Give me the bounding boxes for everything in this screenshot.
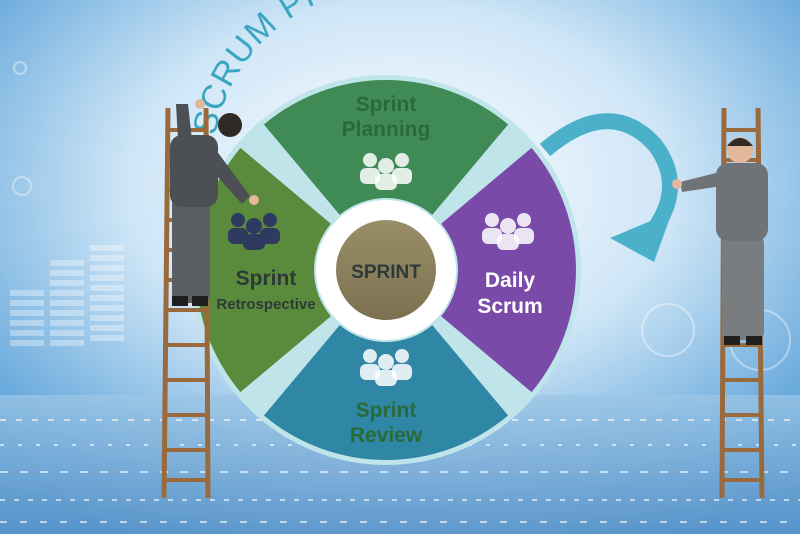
segment-review-label: Sprint Review bbox=[316, 398, 456, 448]
segment-daily-label: Daily Scrum bbox=[450, 268, 570, 320]
sprint-center bbox=[336, 220, 436, 320]
review-team-icon bbox=[360, 349, 412, 386]
cycle-arrow-head bbox=[610, 212, 672, 262]
background-bars-left bbox=[10, 245, 124, 346]
segment-retrospective-line1: Sprint bbox=[235, 267, 297, 290]
segment-review-line1: Sprint bbox=[355, 399, 417, 422]
sprint-center-label: SPRINT bbox=[351, 262, 421, 283]
retrospective-team-icon bbox=[228, 213, 280, 250]
businessman-left bbox=[170, 99, 259, 306]
segment-daily-line2: Scrum bbox=[477, 295, 543, 318]
segment-planning-label: Sprint Planning bbox=[316, 92, 456, 142]
planning-team-icon bbox=[360, 153, 412, 190]
segment-review bbox=[263, 325, 509, 460]
segment-daily-line1: Daily bbox=[484, 269, 536, 292]
segment-planning-line1: Sprint bbox=[355, 93, 417, 116]
segment-daily bbox=[441, 147, 577, 393]
segment-planning-line2: Planning bbox=[341, 118, 431, 141]
businessman-right bbox=[672, 137, 768, 345]
daily-team-icon bbox=[482, 213, 534, 250]
cycle-arrow bbox=[539, 113, 678, 233]
segment-planning bbox=[263, 80, 509, 215]
segment-retrospective bbox=[196, 147, 331, 393]
segment-retrospective-line2: Retrospective bbox=[216, 296, 316, 313]
segment-retrospective-label: Sprint Retrospective bbox=[198, 266, 334, 318]
segment-review-line2: Review bbox=[349, 424, 423, 447]
